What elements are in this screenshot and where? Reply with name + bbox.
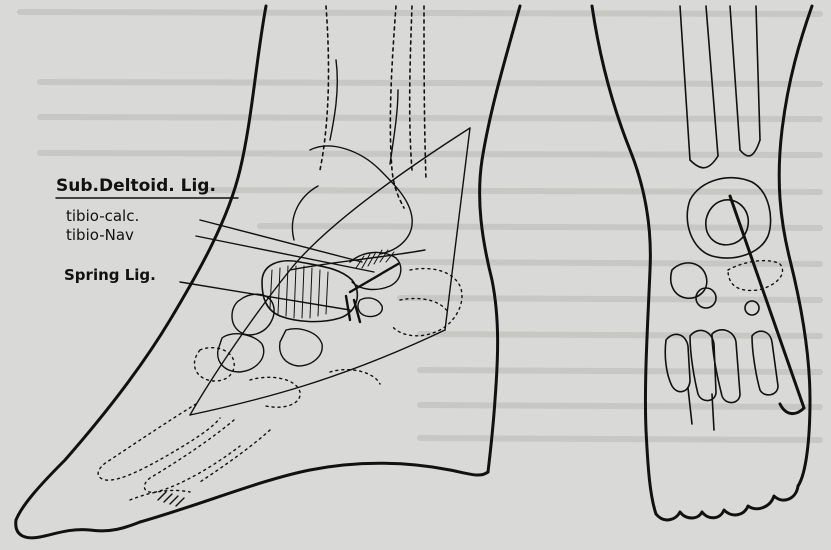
- spring-ligament-label: Spring Lig.: [64, 266, 156, 284]
- right-tarsals: [671, 263, 759, 315]
- right-tibia: [680, 6, 760, 168]
- background-ghost-text: [20, 12, 820, 440]
- tibio-navicular-label: tibio-Nav: [66, 226, 134, 244]
- tibio-calcaneal-label: tibio-calc.: [66, 207, 139, 225]
- talus-bone: [262, 261, 357, 322]
- right-metatarsals: [665, 330, 778, 430]
- metatarsals-dotted: [98, 404, 270, 500]
- talus-hatching: [270, 266, 328, 318]
- toe-marks: [158, 492, 184, 506]
- midfoot-dotted: [194, 348, 380, 408]
- tibio-navicular-band: [346, 264, 398, 322]
- sub-deltoid-ligament-label: Sub.Deltoid. Lig.: [56, 176, 216, 196]
